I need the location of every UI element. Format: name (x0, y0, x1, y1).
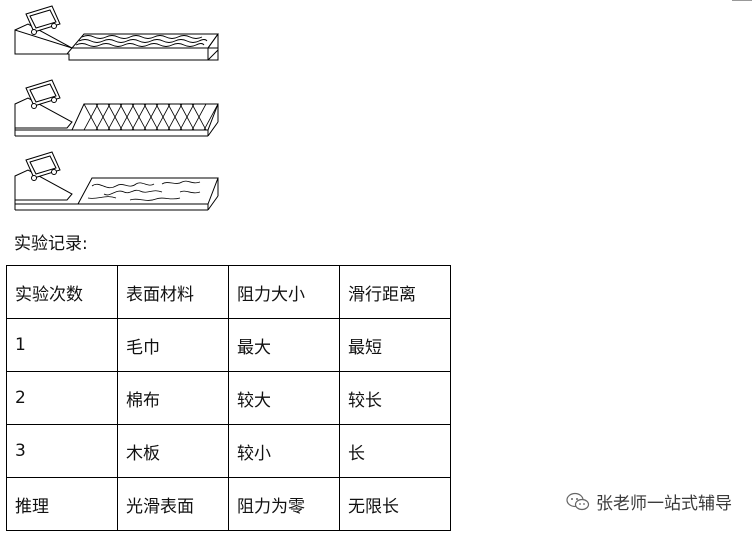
watermark: 张老师一站式辅导 (566, 489, 732, 514)
table-row: 1 毛巾 最大 最短 (6, 318, 451, 372)
header-cell: 表面材料 (117, 265, 229, 319)
record-caption: 实验记录: (14, 234, 88, 254)
wechat-icon (566, 492, 590, 510)
ramp-figure-cotton (12, 78, 222, 140)
table-cell: 较大 (228, 371, 340, 425)
table-cell: 较长 (339, 371, 451, 425)
table-cell: 光滑表面 (117, 477, 229, 531)
table-cell: 最大 (228, 318, 340, 372)
table-cell: 1 (6, 318, 118, 372)
table-row: 3 木板 较小 长 (6, 424, 451, 478)
header-cell: 阻力大小 (228, 265, 340, 319)
table-cell: 长 (339, 424, 451, 478)
table-cell: 木板 (117, 424, 229, 478)
cart-icon (25, 79, 61, 109)
ramp-figure-towel (12, 4, 222, 66)
table-cell: 棉布 (117, 371, 229, 425)
experiment-record-table: 实验次数 表面材料 阻力大小 滑行距离 1 毛巾 最大 最短 2 棉布 较大 较… (6, 265, 451, 531)
table-row: 推理 光滑表面 阻力为零 无限长 (6, 477, 451, 531)
watermark-text: 张老师一站式辅导 (596, 494, 732, 514)
table-cell: 推理 (6, 477, 118, 531)
header-cell: 滑行距离 (339, 265, 451, 319)
ramp-cotton-drawing (14, 79, 219, 137)
table-cell: 2 (6, 371, 118, 425)
table-cell: 毛巾 (117, 318, 229, 372)
table-cell: 最短 (339, 318, 451, 372)
table-cell: 较小 (228, 424, 340, 478)
table-cell: 3 (6, 424, 118, 478)
ramp-towel-drawing (14, 5, 219, 61)
ramp-wood-drawing (14, 151, 219, 211)
table-header-row: 实验次数 表面材料 阻力大小 滑行距离 (6, 265, 451, 319)
header-cell: 实验次数 (6, 265, 118, 319)
table-cell: 无限长 (339, 477, 451, 531)
corner-mark (732, 0, 752, 1)
cart-icon (25, 5, 61, 35)
cart-icon (25, 151, 61, 181)
ramp-figure-wood (12, 150, 222, 216)
table-cell: 阻力为零 (228, 477, 340, 531)
table-row: 2 棉布 较大 较长 (6, 371, 451, 425)
